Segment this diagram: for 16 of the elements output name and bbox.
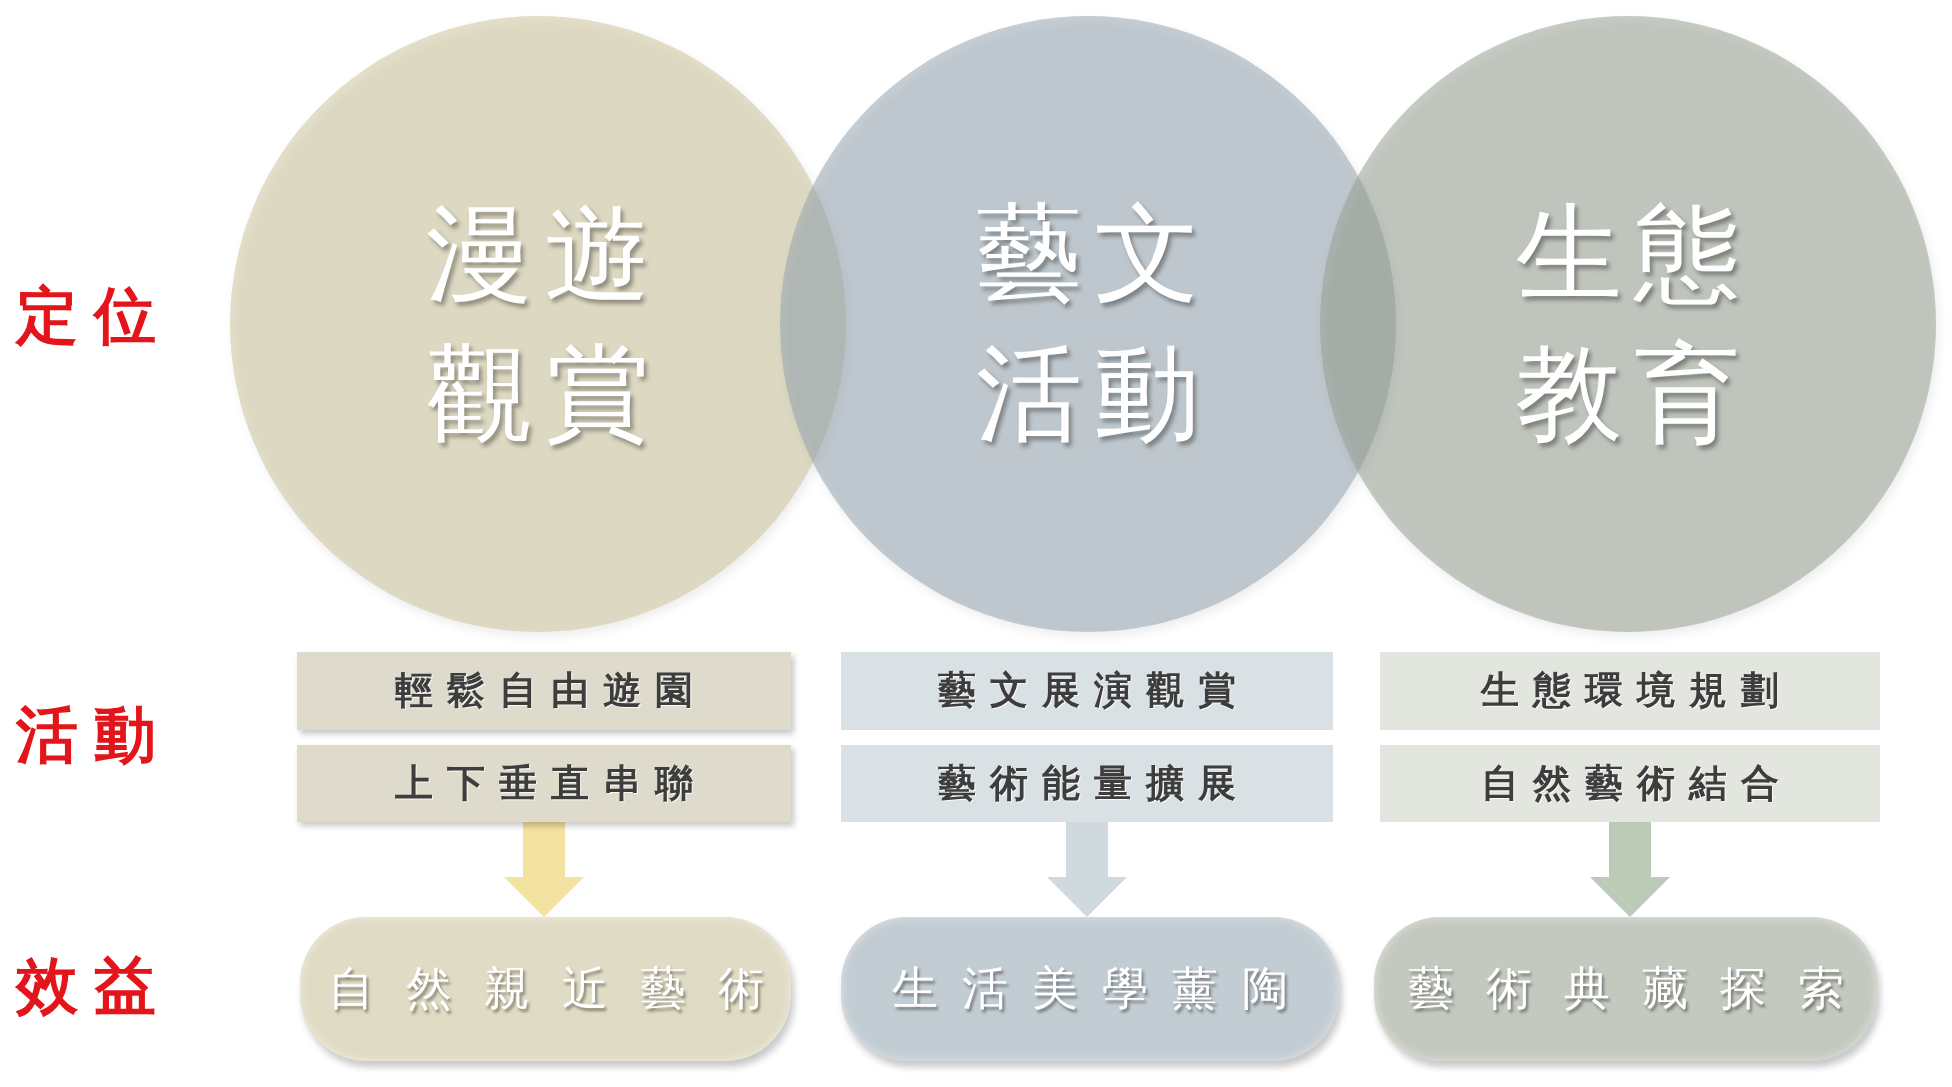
activity-box: 藝文展演觀賞 — [841, 652, 1333, 730]
arrow — [504, 822, 584, 917]
activity-box: 輕鬆自由遊園 — [297, 652, 791, 730]
result-box: 生活美學薰陶 — [841, 917, 1339, 1061]
activity-box: 藝術能量擴展 — [841, 745, 1333, 822]
activity-box: 上下垂直串聯 — [297, 745, 791, 822]
venn-circle: 生態教育 — [1318, 14, 1938, 634]
row-label: 效益 — [16, 955, 172, 1017]
activity-box: 生態環境規劃 — [1380, 652, 1880, 730]
row-label: 定位 — [16, 285, 172, 347]
row-label: 活動 — [16, 704, 172, 766]
result-box: 自然親近藝術 — [300, 917, 791, 1061]
arrow — [1047, 822, 1127, 917]
arrow — [1590, 822, 1670, 917]
result-box: 藝術典藏探索 — [1374, 917, 1877, 1061]
activity-box: 自然藝術結合 — [1380, 745, 1880, 822]
